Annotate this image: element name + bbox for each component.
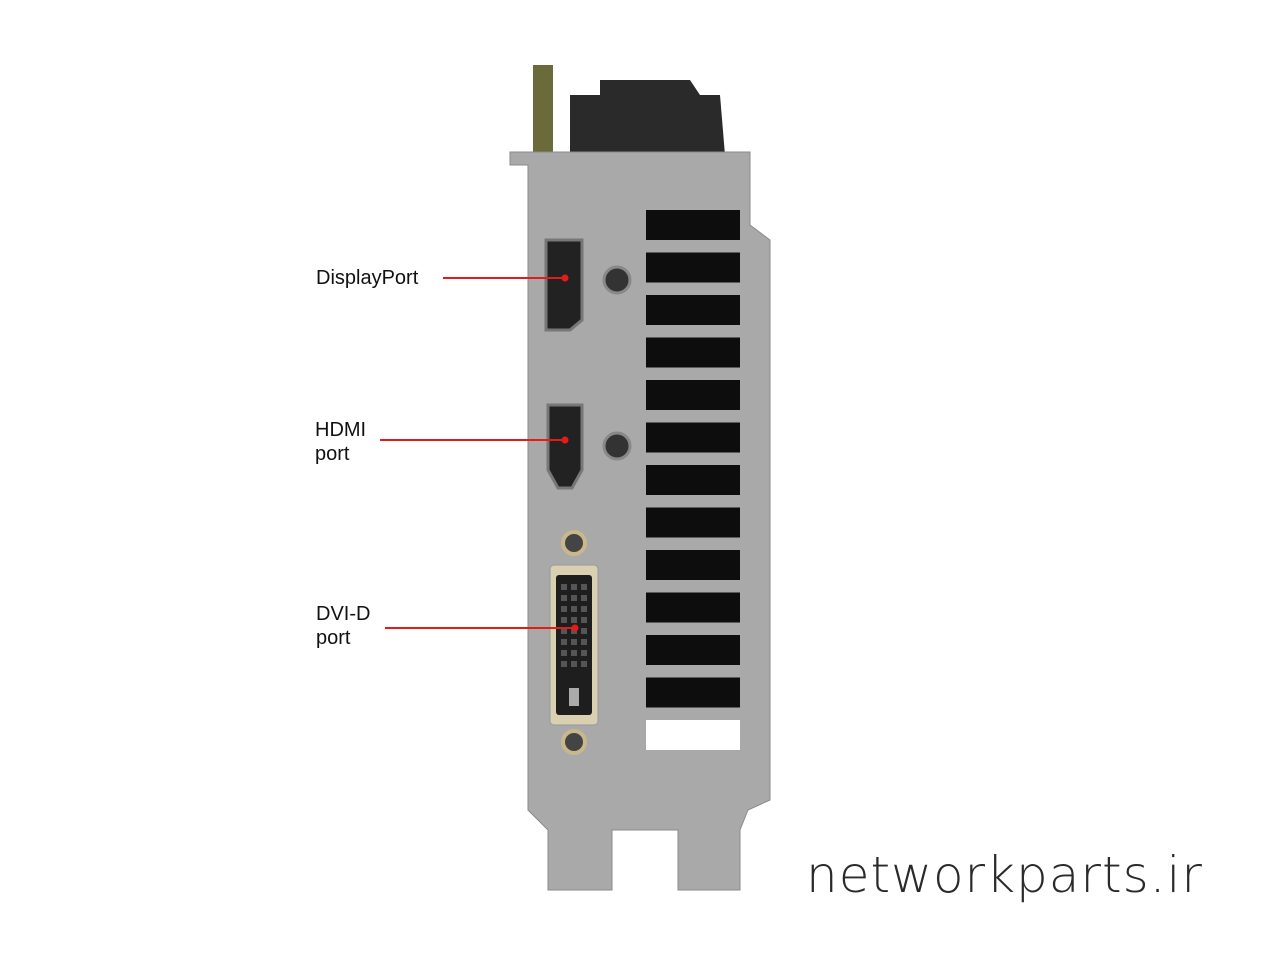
dvi-pin [581, 628, 587, 634]
vent-slot [646, 380, 740, 410]
dvi-pin [561, 617, 567, 623]
vent-slot [646, 592, 740, 623]
hdmi-label-line1: HDMI [315, 419, 367, 441]
dvi-pin [581, 617, 587, 623]
dvi-label-line2: port [316, 627, 351, 649]
hdmi-label-line2: port [315, 443, 350, 465]
screw-icon [602, 265, 632, 295]
dvi-pins [561, 584, 587, 706]
dvi-jackscrew-icon [561, 530, 587, 556]
dvi-blade [569, 688, 579, 706]
vent-slot [646, 337, 740, 368]
vent-slot [646, 550, 740, 580]
dvi-pin [561, 584, 567, 590]
vent-slot [646, 635, 740, 665]
dvi-pin [581, 661, 587, 667]
vent-slot [646, 295, 740, 325]
vent-slot [646, 252, 740, 283]
dvi-pin [581, 650, 587, 656]
vent-slot [646, 210, 740, 240]
vent-slot [646, 720, 740, 750]
dvi-pin [561, 595, 567, 601]
dvi-pin [561, 639, 567, 645]
vent-slot [646, 507, 740, 538]
displayport-connector [544, 238, 584, 332]
dvi-pin [571, 584, 577, 590]
vent-slot [646, 422, 740, 453]
hdmi-label: HDMI port [315, 418, 366, 466]
vent-slot [646, 465, 740, 495]
dvi-pin [571, 639, 577, 645]
dvi-pin [561, 606, 567, 612]
dvi-pin [571, 661, 577, 667]
cooler-shroud [570, 80, 725, 155]
watermark-logo: networkparts.ir [806, 846, 1203, 904]
dvi-label-line1: DVI-D [316, 603, 371, 625]
dvi-pin [581, 595, 587, 601]
vent-slots [646, 210, 740, 750]
dvi-pin [581, 639, 587, 645]
pcb-edge [533, 65, 553, 155]
hdmi-connector [546, 403, 584, 490]
dvi-pin [571, 606, 577, 612]
dvi-pin [561, 650, 567, 656]
dvi-pin [571, 595, 577, 601]
screw-icon [602, 431, 632, 461]
dvi-label: DVI-D port [316, 602, 370, 650]
vent-slot [646, 677, 740, 708]
dvi-pin [561, 661, 567, 667]
dvi-pin [571, 650, 577, 656]
dvi-pin [581, 584, 587, 590]
dvi-jackscrew-icon [561, 729, 587, 755]
dvi-pin [581, 606, 587, 612]
displayport-label: DisplayPort [316, 267, 419, 289]
dvi-pin [571, 617, 577, 623]
dvi-pin [561, 628, 567, 634]
